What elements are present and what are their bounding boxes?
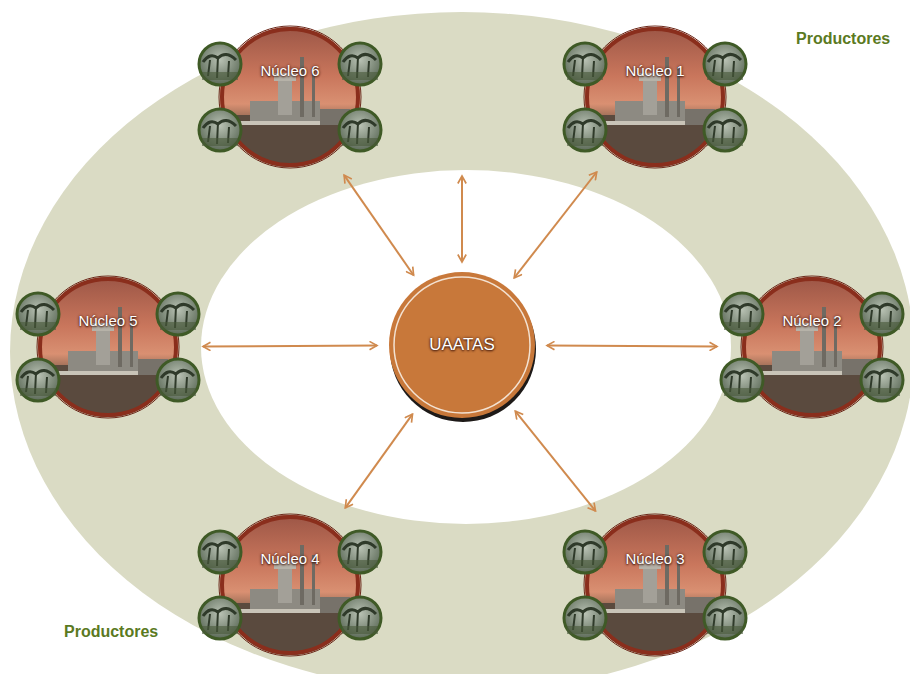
nucleo-label: Núcleo 3: [625, 550, 684, 567]
link-arrow: [514, 172, 597, 278]
palm-icon: [704, 43, 746, 85]
nucleo-node: Núcleo 3: [560, 490, 750, 674]
palm-icon: [704, 597, 746, 639]
nucleo-node: Núcleo 1: [560, 2, 750, 192]
palm-icon: [339, 43, 381, 85]
palm-icon: [157, 359, 199, 401]
hub-node: UAATAS: [383, 266, 541, 424]
link-arrow: [203, 346, 377, 347]
palm-icon: [861, 359, 903, 401]
nucleo-circle: [195, 2, 385, 192]
palm-icon: [339, 531, 381, 573]
palm-icon: [17, 293, 59, 335]
link-arrow: [515, 411, 595, 511]
palm-icon: [721, 293, 763, 335]
nucleo-node: Núcleo 6: [195, 2, 385, 192]
palm-icon: [339, 109, 381, 151]
nucleo-circle: [195, 490, 385, 674]
palm-icon: [721, 359, 763, 401]
palm-icon: [339, 597, 381, 639]
palm-icon: [199, 597, 241, 639]
palm-icon: [157, 293, 199, 335]
hub-label: UAATAS: [429, 335, 495, 355]
palm-icon: [564, 597, 606, 639]
palm-icon: [861, 293, 903, 335]
link-arrow: [344, 175, 414, 275]
nucleo-node: Núcleo 4: [195, 490, 385, 674]
palm-icon: [564, 43, 606, 85]
palm-icon: [199, 43, 241, 85]
nucleo-label: Núcleo 4: [260, 550, 319, 567]
region-label: Productores: [796, 30, 890, 48]
inner-field: [201, 170, 731, 524]
palm-icon: [564, 109, 606, 151]
outer-ring: [10, 12, 910, 674]
palm-icon: [704, 109, 746, 151]
producer-arrow: [461, 176, 463, 262]
palm-icon: [199, 531, 241, 573]
nucleo-label: Núcleo 2: [782, 312, 841, 329]
nucleo-label: Núcleo 1: [625, 62, 684, 79]
nucleo-circle: [13, 252, 203, 442]
link-arrow: [345, 414, 412, 508]
nucleo-node: Núcleo 5: [13, 252, 203, 442]
nucleo-circle: [560, 2, 750, 192]
nucleo-label: Núcleo 5: [78, 312, 137, 329]
nucleo-circle: [560, 490, 750, 674]
region-label: Productores: [64, 623, 158, 641]
nucleo-node: Núcleo 2: [717, 252, 907, 442]
nucleo-label: Núcleo 6: [260, 62, 319, 79]
nucleo-circle: [717, 252, 907, 442]
palm-icon: [17, 359, 59, 401]
palm-icon: [564, 531, 606, 573]
palm-icon: [199, 109, 241, 151]
link-arrow: [547, 346, 717, 347]
palm-icon: [704, 531, 746, 573]
